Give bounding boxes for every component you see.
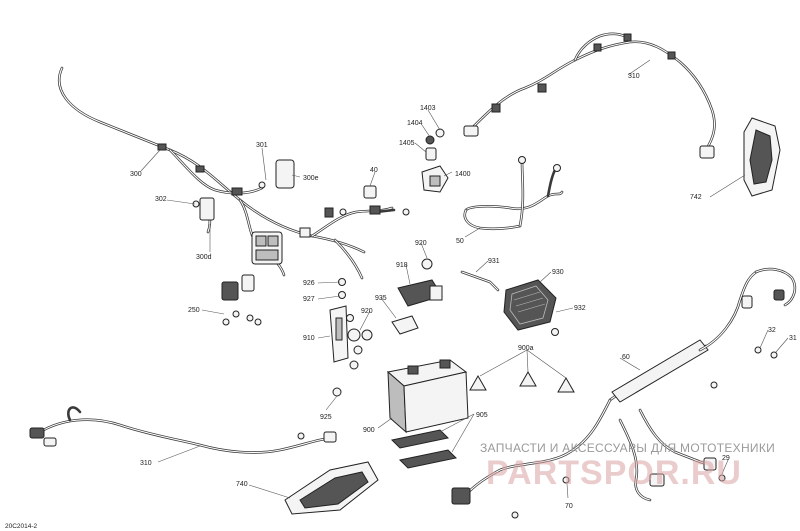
callout-310-top: 310 [628,73,640,80]
leader-lines [140,59,789,499]
headlight-742 [743,117,781,197]
callout-70: 70 [565,503,573,510]
callout-60: 60 [622,354,630,361]
callout-1403: 1403 [420,105,436,112]
fasteners [192,181,778,519]
callout-40: 40 [370,167,378,174]
callout-740: 740 [236,481,248,488]
callout-1404: 1404 [407,120,423,127]
callout-910: 910 [303,335,315,342]
callout-310-bottom: 310 [140,460,152,467]
callout-300: 300 [130,171,142,178]
callout-302: 302 [155,196,167,203]
callout-301: 301 [256,142,268,149]
callout-932: 932 [574,305,586,312]
callout-925: 925 [320,414,332,421]
warning-labels-900a [469,370,575,393]
harness-310-bottom [29,406,337,454]
callout-926: 926 [303,280,315,287]
callout-300d: 300d [196,254,212,261]
callout-920-b: 920 [361,308,373,315]
callout-1405: 1405 [399,140,415,147]
callout-900a: 900a [518,345,534,352]
callout-918: 918 [396,262,408,269]
bracket-50 [463,156,564,231]
diagram-reference-code: 20C2014-2 [5,523,38,530]
callout-931: 931 [488,258,500,265]
relay-bracket-918 [391,258,443,335]
callout-31: 31 [789,335,797,342]
bracket-910 [329,305,373,363]
callout-labels: 300 301 300e 302 300d 250 40 1403 1404 1… [130,73,797,510]
callout-927: 927 [303,296,315,303]
callout-300e: 300e [303,175,319,182]
callout-250: 250 [188,307,200,314]
callout-930: 930 [552,269,564,276]
callout-920-a: 920 [415,240,427,247]
connector-40 [363,185,396,215]
callout-32: 32 [768,327,776,334]
callout-905: 905 [476,412,488,419]
harness-60 [451,267,797,505]
main-harness-300 [57,66,394,301]
watermark-tagline: ЗАПЧАСТИ И АКСЕССУАРЫ ДЛЯ МОТОТЕХНИКИ [480,441,775,455]
callout-742: 742 [690,194,702,201]
callout-1400: 1400 [455,171,471,178]
taillight-740 [284,461,379,515]
regulator-930 [460,270,557,331]
battery-900 [386,359,469,434]
callout-900: 900 [363,427,375,434]
callout-935: 935 [375,295,387,302]
watermark: ЗАПЧАСТИ И АКСЕССУАРЫ ДЛЯ МОТОТЕХНИКИ PA… [480,441,775,492]
callout-50: 50 [456,238,464,245]
pads-905 [390,429,458,469]
ignition-assembly [421,128,449,193]
harness-310-top [463,32,716,159]
watermark-logo: PARTSPOR.RU [486,454,742,492]
callout-29: 29 [722,455,730,462]
